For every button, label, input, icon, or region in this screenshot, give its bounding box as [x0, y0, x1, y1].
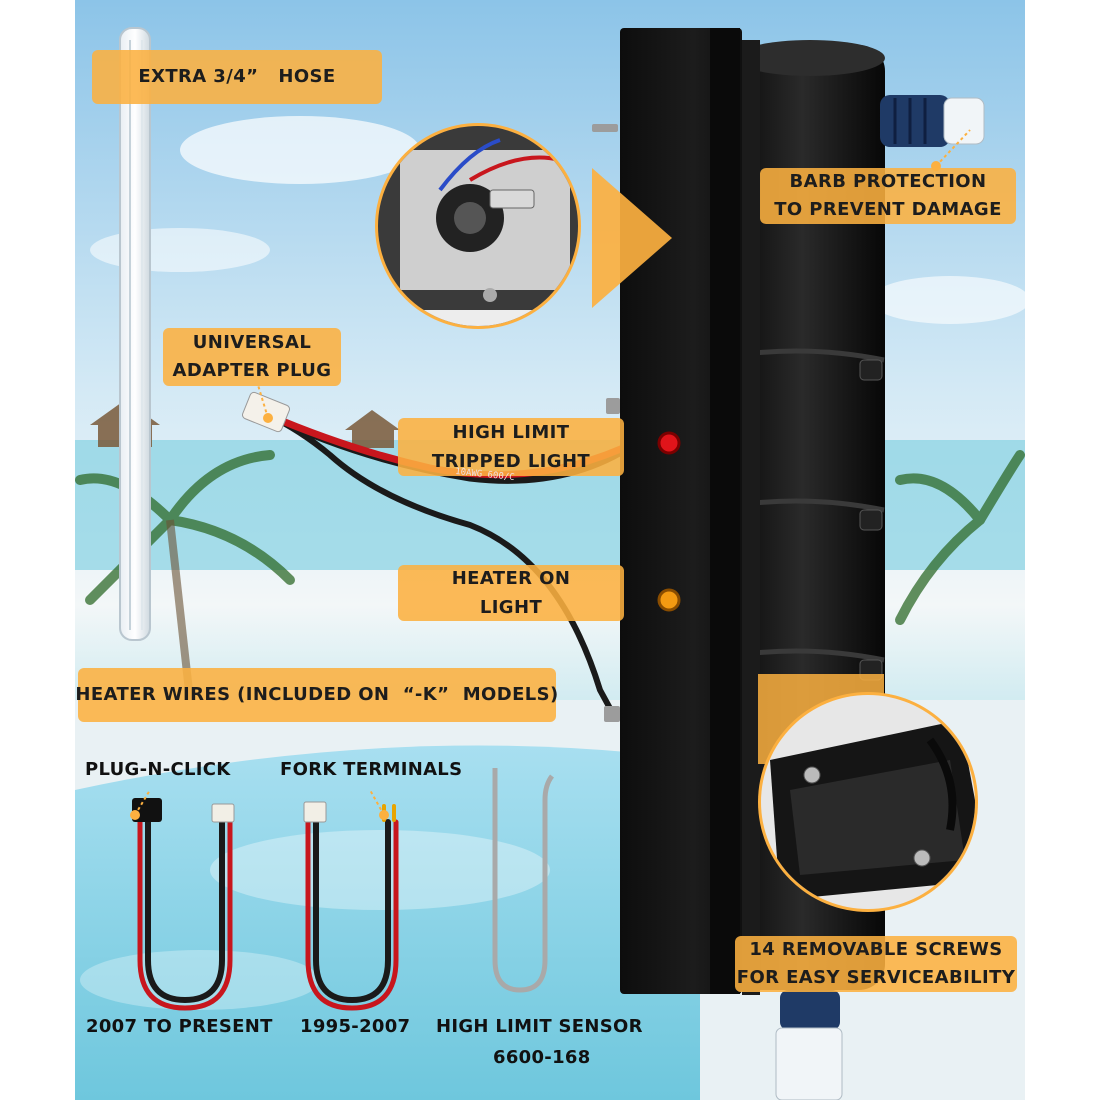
plug-n-click-pigtail — [132, 798, 235, 1011]
removable-screws-line2: FOR EASY SERVICEABILITY — [736, 967, 1016, 988]
barb-protection-callout: BARB PROTECTION TO PREVENT DAMAGE — [760, 168, 1016, 224]
adapter-plug-line1: UNIVERSAL — [192, 332, 312, 353]
high-limit-light-callout: HIGH LIMIT TRIPPED LIGHT — [398, 418, 624, 476]
barb-protection-line2: TO PREVENT DAMAGE — [774, 199, 1002, 220]
years-new-label: 2007 TO PRESENT — [86, 1016, 273, 1037]
barb-fitting-top — [880, 95, 985, 147]
years-old-label: 1995-2007 — [300, 1016, 411, 1037]
heater-wires-callout: HEATER WIRES (INCLUDED ON “-K” MODELS) — [75, 668, 559, 722]
leader-lines — [134, 129, 971, 816]
removable-screws-callout: 14 REMOVABLE SCREWS FOR EASY SERVICEABIL… — [735, 936, 1017, 992]
heater-on-indicator-light — [657, 588, 681, 612]
adapter-plug-line2: ADAPTER PLUG — [172, 360, 332, 381]
plug-n-click-label: PLUG-N-CLICK — [85, 759, 231, 780]
barb-fitting-bottom — [775, 990, 843, 1100]
extra-hose — [119, 27, 151, 641]
hose-callout-text: EXTRA 3/4” HOSE — [138, 66, 336, 87]
screws-zoom-inset — [758, 692, 978, 912]
high-limit-line2: TRIPPED LIGHT — [431, 451, 591, 472]
high-limit-line1: HIGH LIMIT — [452, 422, 570, 443]
hose-callout: EXTRA 3/4” HOSE — [92, 50, 382, 104]
removable-screws-line1: 14 REMOVABLE SCREWS — [749, 939, 1003, 960]
heater-on-line1: HEATER ON — [451, 568, 571, 589]
high-limit-sensor-probe — [492, 768, 555, 993]
heater-on-line2: LIGHT — [479, 597, 543, 618]
heater-front-panel — [620, 28, 760, 995]
high-limit-sensor-label: HIGH LIMIT SENSOR — [436, 1016, 643, 1037]
adapter-plug-callout: UNIVERSAL ADAPTER PLUG — [163, 328, 341, 386]
fork-terminal-pigtail — [303, 801, 399, 1011]
thermostat-zoom-inset — [375, 123, 581, 329]
barb-protection-line1: BARB PROTECTION — [789, 171, 987, 192]
terminal-studs — [592, 124, 620, 722]
high-limit-sensor-part-number: 6600-168 — [493, 1047, 591, 1068]
fork-terminals-label: FORK TERMINALS — [280, 759, 463, 780]
callout-pointer-arrow — [592, 168, 672, 308]
heater-on-light-callout: HEATER ON LIGHT — [398, 565, 624, 621]
heater-wires-text: HEATER WIRES (INCLUDED ON “-K” MODELS) — [75, 684, 559, 705]
high-limit-indicator-light — [657, 431, 681, 455]
